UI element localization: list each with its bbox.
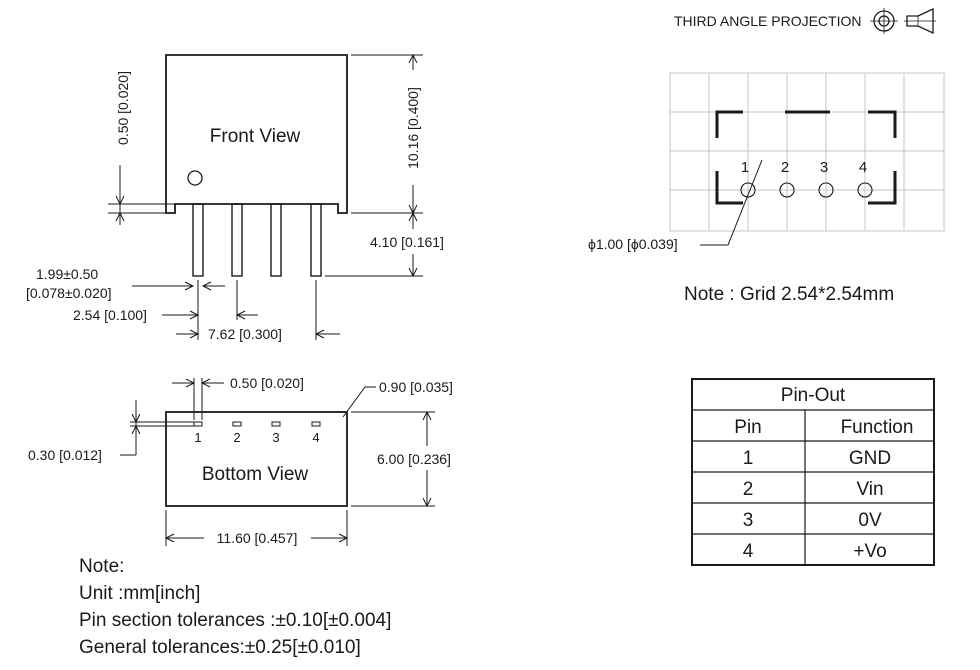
bottom-pin-number: 1: [194, 430, 201, 445]
front-view-title: Front View: [210, 126, 301, 147]
bottom-view: 1 2 3 4 Bottom View: [28, 375, 453, 546]
pinout-cell-function: Vin: [856, 479, 883, 500]
dim-pin-thickness: 0.30 [0.012]: [28, 447, 102, 463]
projection-icon: [870, 7, 936, 35]
pcb-footprint: 1 2 3 4 ϕ1.00 [ϕ0.039] Note : Grid 2.54*…: [588, 72, 945, 305]
bottom-pin: [193, 421, 203, 427]
bottom-pin: [311, 421, 321, 427]
pinout-cell-pin: 3: [743, 510, 754, 531]
front-pin: [270, 203, 282, 277]
front-view-body: [165, 54, 348, 214]
bottom-pin: [232, 421, 242, 427]
footprint-pad: [818, 182, 834, 198]
bottom-dimension-lines: [120, 378, 435, 546]
footprint-pin-number: 2: [781, 159, 789, 176]
bottom-pin: [271, 421, 281, 427]
pinout-cell-pin: 2: [743, 479, 754, 500]
pinout-cell-pin: 1: [743, 448, 754, 469]
dim-pitch: 2.54 [0.100]: [73, 307, 147, 323]
notes-line: Pin section tolerances :±0.10[±0.004]: [79, 610, 391, 631]
notes-line: General tolerances:±0.25[±0.010]: [79, 637, 361, 658]
dim-pin-length: 4.10 [0.161]: [370, 234, 444, 250]
front-view: Front View: [26, 53, 444, 342]
grid-note: Note : Grid 2.54*2.54mm: [684, 284, 894, 305]
footprint-pin-number: 1: [741, 159, 749, 176]
footprint-outline: [715, 110, 897, 205]
front-pins: [192, 203, 322, 277]
bottom-pin-number: 4: [312, 430, 319, 445]
bottom-view-title: Bottom View: [202, 464, 309, 485]
dim-length: 11.60 [0.457]: [217, 530, 298, 546]
pinout-cell-function: GND: [849, 448, 891, 469]
pinout-title: Pin-Out: [781, 385, 846, 406]
dim-edge: 0.90 [0.035]: [379, 379, 453, 395]
footprint-pad: [779, 182, 795, 198]
dim-top-gap: 0.50 [0.020]: [115, 71, 131, 145]
footprint-pin-number: 4: [859, 159, 867, 176]
projection-symbol: THIRD ANGLE PROJECTION: [674, 7, 936, 35]
pinout-header-pin: Pin: [734, 417, 761, 438]
bottom-pin-number: 3: [272, 430, 279, 445]
projection-label: THIRD ANGLE PROJECTION: [674, 13, 861, 29]
footprint-pad: [857, 182, 873, 198]
footprint-pin-number: 3: [820, 159, 828, 176]
pinout-header-function: Function: [841, 417, 914, 438]
pinout-cell-function: 0V: [858, 510, 882, 531]
bottom-pin-number: 2: [233, 430, 240, 445]
dim-height: 10.16 [0.400]: [405, 87, 421, 169]
pinout-cell-function: +Vo: [853, 541, 886, 562]
dim-tol-line1: 1.99±0.50: [36, 266, 98, 282]
bottom-pins: [193, 421, 321, 427]
dim-span: 7.62 [0.300]: [208, 326, 282, 342]
hole-diameter-label: ϕ1.00 [ϕ0.039]: [588, 236, 678, 252]
dim-pin-width: 0.50 [0.020]: [230, 375, 304, 391]
hole-leader: [700, 159, 763, 246]
footprint-grid: [669, 72, 945, 232]
pinout-table: Pin-Out Pin Function 1 GND 2 Vin 3 0V 4 …: [691, 378, 935, 566]
notes: Note: Unit :mm[inch] Pin section toleran…: [79, 556, 391, 658]
pinout-cell-pin: 4: [743, 541, 754, 562]
pin1-marker: [187, 170, 203, 186]
front-pin: [192, 203, 204, 277]
front-pin: [231, 203, 243, 277]
front-dimension-lines: [108, 53, 423, 340]
dim-tol-line2: [0.078±0.020]: [26, 285, 112, 301]
pinout-table-lines: [691, 378, 935, 566]
dim-depth: 6.00 [0.236]: [377, 451, 451, 467]
front-pin: [310, 203, 322, 277]
notes-line: Unit :mm[inch]: [79, 583, 200, 604]
notes-heading: Note:: [79, 556, 124, 577]
footprint-pad: [740, 182, 756, 198]
footprint-pads: [740, 182, 873, 198]
bottom-view-body: [165, 411, 348, 507]
